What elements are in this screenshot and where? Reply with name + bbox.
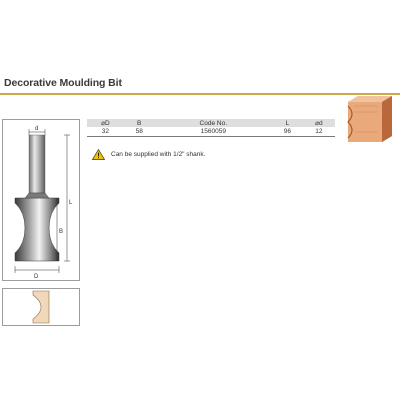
note-text: Can be supplied with 1/2" shank. — [111, 151, 206, 158]
router-bit-diagram: d L B D — [14, 126, 73, 280]
col-header-d: ⌀d — [302, 119, 335, 127]
bit-diagram-panel: d L B D — [2, 119, 80, 281]
shank-note: Can be supplied with 1/2" shank. — [92, 149, 205, 160]
table-header-row: ⌀D B Code No. L ⌀d — [87, 119, 335, 127]
moulding-sample-image — [347, 96, 392, 142]
cell-L: 96 — [271, 127, 303, 137]
page-title: Decorative Moulding Bit — [4, 77, 122, 89]
warning-icon — [92, 149, 105, 160]
col-header-D: ⌀D — [87, 119, 124, 127]
label-d: d — [35, 126, 38, 132]
col-header-code: Code No. — [154, 119, 272, 127]
label-D: D — [34, 274, 39, 280]
bit-cutter — [14, 197, 60, 262]
col-header-B: B — [123, 119, 155, 127]
col-header-L: L — [271, 119, 303, 127]
profile-shape — [32, 290, 50, 324]
cell-d: 12 — [302, 127, 335, 137]
cell-B: 58 — [123, 127, 155, 137]
cell-D: 32 — [87, 127, 124, 137]
bit-shank — [28, 134, 46, 194]
title-divider — [0, 93, 400, 95]
label-L: L — [69, 200, 73, 206]
profile-preview-panel — [2, 288, 80, 326]
spec-table: ⌀D B Code No. L ⌀d 32 58 1560059 96 12 — [87, 119, 335, 137]
label-B: B — [59, 229, 63, 235]
table-row: 32 58 1560059 96 12 — [87, 127, 335, 137]
cell-code: 1560059 — [154, 127, 272, 137]
